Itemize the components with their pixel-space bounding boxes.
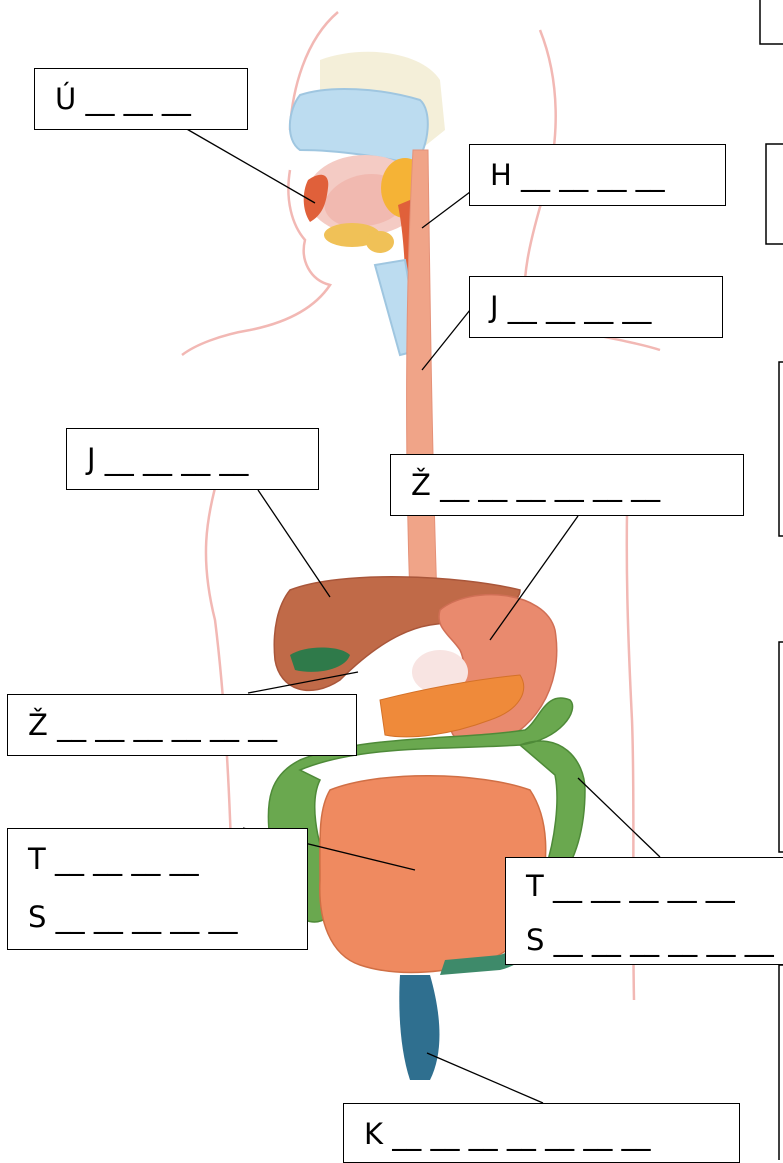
- pharynx-blanks: __ __ __ __: [521, 158, 665, 192]
- esophagus-label-box[interactable]: J __ __ __ __: [469, 276, 723, 338]
- small-intestine-blanks-2: __ __ __ __ __: [56, 900, 238, 934]
- stomach-blanks: __ __ __ __ __ __: [440, 468, 660, 502]
- gallbladder-letter: Ž: [28, 708, 48, 742]
- partial-box-1: [760, 0, 783, 44]
- partial-box-5: [779, 965, 783, 1160]
- nasal-cavity: [290, 89, 428, 165]
- small-intestine-blanks-1: __ __ __ __: [55, 842, 199, 876]
- small-intestine-letter-2: S: [28, 900, 46, 934]
- offscreen-boxes: [760, 0, 783, 1160]
- partial-box-4: [779, 642, 783, 852]
- large-intestine-label-box[interactable]: T __ __ __ __ __ S __ __ __ __ __ __: [505, 857, 783, 965]
- large-intestine-blanks-2: __ __ __ __ __ __: [554, 923, 774, 957]
- leader-rectum: [427, 1053, 543, 1103]
- salivary-gland-sub: [366, 231, 394, 253]
- large-intestine-blanks-1: __ __ __ __ __: [553, 869, 735, 903]
- rectum-organ: [399, 975, 439, 1080]
- large-intestine-letter-1: T: [526, 869, 544, 903]
- esophagus-blanks: __ __ __ __: [508, 290, 652, 324]
- liver-blanks: __ __ __ __: [105, 442, 249, 476]
- small-intestine-letter-1: T: [28, 842, 46, 876]
- leader-large-intestine: [578, 778, 660, 857]
- partial-box-2: [766, 144, 783, 244]
- esophagus-letter: J: [490, 290, 499, 324]
- rectum-label-box[interactable]: K __ __ __ __ __ __ __: [343, 1103, 740, 1163]
- mouth-blanks: __ __ __: [85, 82, 190, 116]
- pharynx-letter: H: [490, 158, 512, 192]
- leader-liver: [258, 490, 330, 597]
- small-intestine-label-box[interactable]: T __ __ __ __ S __ __ __ __ __: [7, 828, 308, 950]
- rectum-blanks: __ __ __ __ __ __ __: [392, 1117, 650, 1151]
- mouth-letter: Ú: [55, 82, 76, 116]
- stomach-label-box[interactable]: Ž __ __ __ __ __ __: [390, 454, 744, 516]
- liver-letter: J: [87, 442, 96, 476]
- gallbladder-label-box[interactable]: Ž __ __ __ __ __ __: [7, 694, 357, 756]
- esophagus-tube: [407, 150, 437, 600]
- gallbladder-blanks: __ __ __ __ __ __: [57, 708, 277, 742]
- liver-label-box[interactable]: J __ __ __ __: [66, 428, 319, 490]
- pharynx-label-box[interactable]: H __ __ __ __: [469, 144, 726, 206]
- rectum-letter: K: [364, 1117, 383, 1151]
- large-intestine-letter-2: S: [526, 923, 544, 957]
- mouth-label-box[interactable]: Ú __ __ __: [34, 68, 248, 130]
- partial-box-3: [779, 362, 783, 536]
- stomach-letter: Ž: [411, 468, 431, 502]
